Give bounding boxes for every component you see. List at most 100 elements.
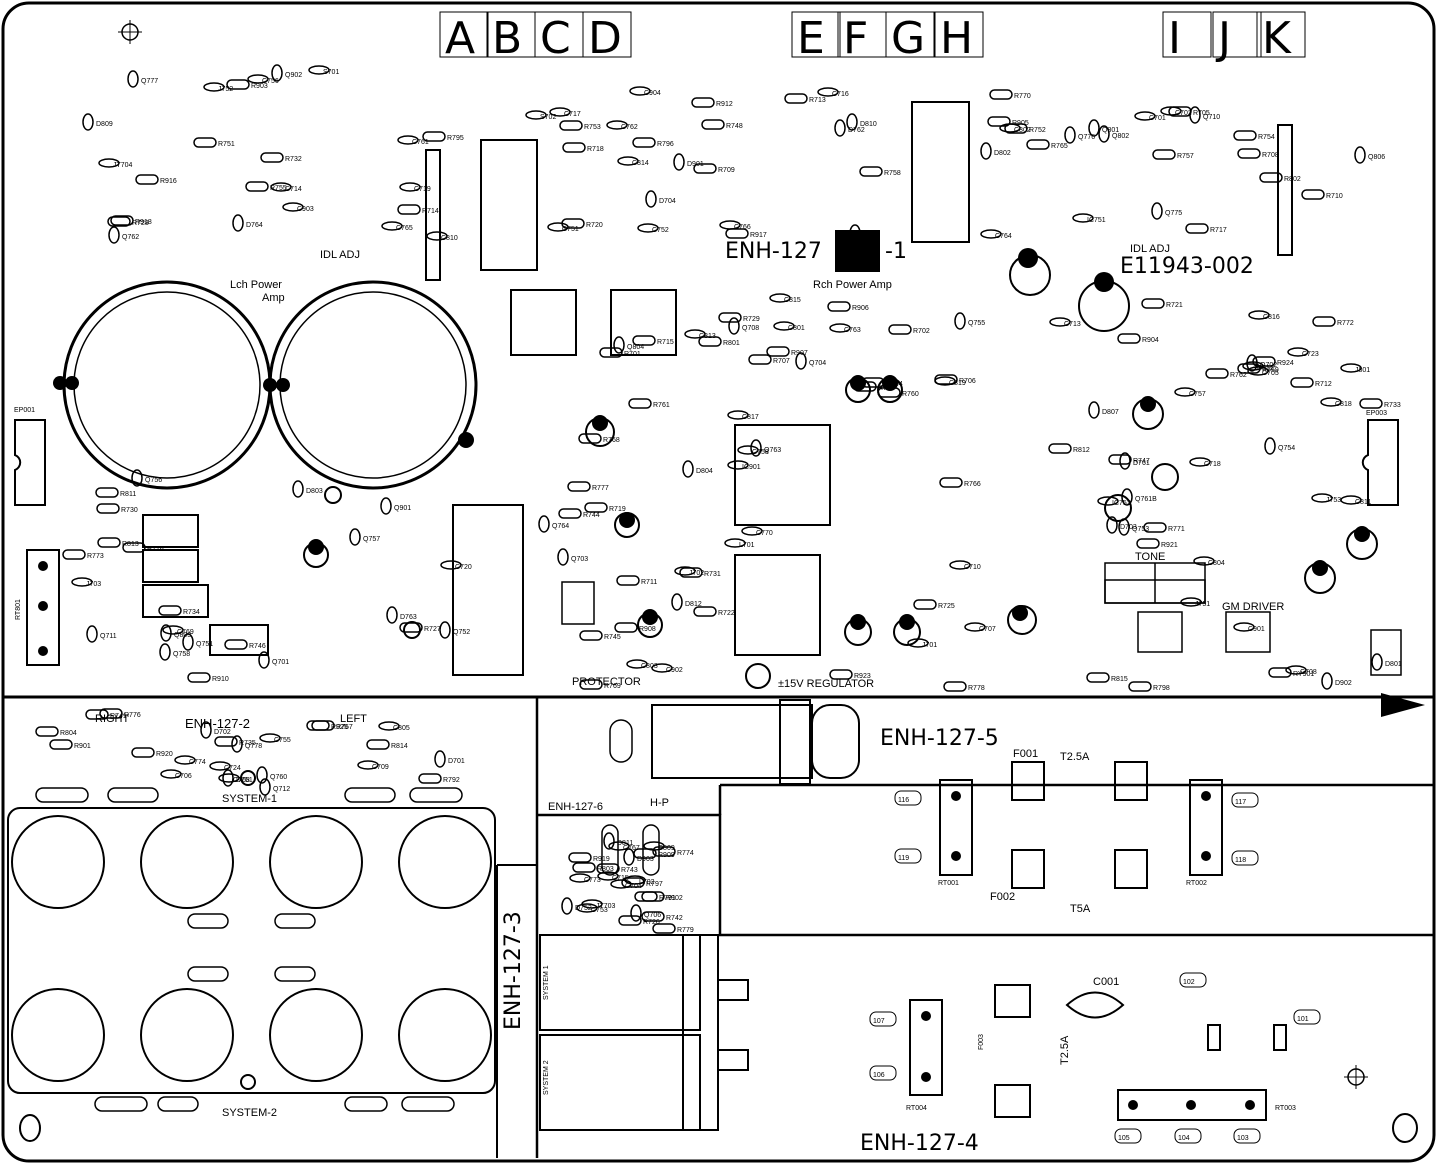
designator-q764: Q764 xyxy=(552,523,569,530)
designator-c902: C902 xyxy=(666,667,683,674)
component-d804 xyxy=(682,460,694,478)
component-d807 xyxy=(1088,401,1100,419)
component-c713 xyxy=(1049,317,1071,327)
component-r798 xyxy=(1128,681,1152,692)
designator-c813: C813 xyxy=(699,333,716,340)
component-d801 xyxy=(1371,653,1383,671)
component-ic752 xyxy=(1097,496,1119,506)
designator-c803: C803 xyxy=(641,663,658,670)
designator-r917: R917 xyxy=(750,232,767,239)
designator-r792: R792 xyxy=(443,777,460,784)
designator-c817: C817 xyxy=(742,414,759,421)
designator-c717: C717 xyxy=(564,111,581,118)
designator-d809: D809 xyxy=(96,121,113,128)
designator-r711: R711 xyxy=(641,579,657,586)
designator-jt704: JT704 xyxy=(113,162,133,169)
section-label: RIGHT xyxy=(95,713,130,725)
designator-r707: R707 xyxy=(773,358,790,365)
terminal-label: 116 xyxy=(898,797,909,804)
designator-r916: R916 xyxy=(160,178,177,185)
designator-c774: C774 xyxy=(189,759,206,766)
component-r770 xyxy=(989,89,1013,100)
component-r741 xyxy=(85,709,109,720)
designator-r766: R766 xyxy=(964,481,981,488)
component-r754 xyxy=(1233,130,1257,141)
designator-d902: D902 xyxy=(1335,680,1352,687)
designator-r793: R793 xyxy=(878,385,895,392)
component-c704 xyxy=(610,879,632,889)
component-q803 xyxy=(160,624,172,642)
capacitor-c801 xyxy=(268,280,478,490)
component-r726 xyxy=(618,915,642,926)
designator-d752: D752 xyxy=(575,905,592,912)
section-label: IDL ADJ xyxy=(320,249,360,261)
component-r757 xyxy=(1152,149,1176,160)
terminal-label: 102 xyxy=(1183,979,1195,986)
designator-c757: C757 xyxy=(1189,391,1206,398)
designator-r772: R772 xyxy=(1337,320,1354,327)
designator-q761b: Q761B xyxy=(1135,496,1157,503)
designator-j752: J752 xyxy=(218,86,233,93)
board-revision-block xyxy=(835,230,880,272)
component-s702 xyxy=(525,110,547,120)
designator-d811: D811 xyxy=(617,840,633,847)
component-c816 xyxy=(1248,310,1270,320)
designator-r717: R717 xyxy=(1210,227,1227,234)
component-r733 xyxy=(1359,398,1383,409)
component-c774 xyxy=(174,755,196,765)
component-r718 xyxy=(562,142,586,153)
designator-q708: Q708 xyxy=(742,325,759,332)
component-r792 xyxy=(418,773,442,784)
component-j752 xyxy=(203,82,225,92)
designator-d801: D801 xyxy=(1385,661,1402,668)
component-r903 xyxy=(226,79,250,90)
component-r801 xyxy=(698,336,722,347)
component-d762 xyxy=(834,119,846,137)
component-c769 xyxy=(162,625,184,635)
designator-c816: C816 xyxy=(1263,314,1280,321)
component-c765 xyxy=(381,221,403,231)
component-q757 xyxy=(349,528,361,546)
component-c715 xyxy=(597,871,619,881)
designator-c764: C764 xyxy=(995,233,1012,240)
component-c761 xyxy=(397,135,419,145)
component-c904 xyxy=(629,86,651,96)
designator-c752: C752 xyxy=(652,227,669,234)
section-label: SYSTEM-1 xyxy=(222,793,277,805)
component-c814 xyxy=(617,156,639,166)
component-d763 xyxy=(386,606,398,624)
designator-r722: R722 xyxy=(718,610,735,617)
designator-c701: C701 xyxy=(1149,115,1166,122)
component-q711 xyxy=(86,625,98,643)
component-r732 xyxy=(260,152,284,163)
fuse-label: T2.5A xyxy=(1059,1035,1071,1065)
component-r747 xyxy=(1108,454,1132,465)
designator-c804: C804 xyxy=(1208,560,1225,567)
component-q902 xyxy=(271,64,283,82)
designator-c762: C762 xyxy=(621,124,638,131)
fuse-label: F001 xyxy=(1013,748,1038,760)
component-l701 xyxy=(724,538,746,548)
component-r812 xyxy=(1048,443,1072,454)
designator-d751: D751 xyxy=(236,777,253,784)
designator-r710: R710 xyxy=(1326,193,1343,200)
terminal-label: 119 xyxy=(898,855,909,862)
component-d812 xyxy=(671,593,683,611)
designator-r748: R748 xyxy=(726,123,743,130)
designator-r815: R815 xyxy=(1111,676,1128,683)
component-r813 xyxy=(97,537,121,548)
component-c803 xyxy=(626,659,648,669)
component-r752 xyxy=(1004,123,1028,134)
component-d810 xyxy=(846,113,858,131)
designator-r742: R742 xyxy=(666,915,683,922)
designator-d804: D804 xyxy=(696,468,713,475)
designator-c708: C708 xyxy=(1300,669,1317,676)
board-name-3: ENH-127-3 xyxy=(501,911,526,1030)
designator-r731: R731 xyxy=(704,571,721,578)
designator-r701: R701 xyxy=(624,351,641,358)
component-r730 xyxy=(96,503,120,514)
board-name-2: ENH-127-2 xyxy=(185,716,250,731)
component-r758 xyxy=(859,166,883,177)
component-d902 xyxy=(1321,672,1333,690)
